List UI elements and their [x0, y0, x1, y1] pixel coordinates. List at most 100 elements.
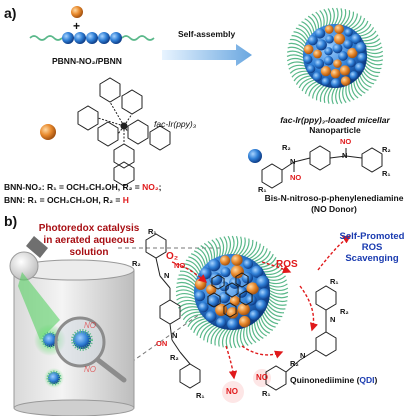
micelle-blue-bead — [349, 71, 359, 80]
polymer-chain — [29, 32, 155, 44]
micelle-blue-bead — [314, 28, 326, 39]
no-donor-structure-b — [145, 233, 201, 389]
qdi-r1-bottom: R₁ — [262, 389, 271, 398]
qdi-structure — [265, 285, 337, 391]
micelle-orange-bead — [303, 44, 314, 55]
no-donor-legend-ball — [248, 149, 262, 163]
donor-r2-left: R₂ — [282, 143, 291, 152]
micelle-blue-bead — [227, 318, 239, 331]
micelle-tail — [330, 7, 335, 27]
micelle-blue-bead — [220, 267, 231, 278]
beaker-no-label-1: NO — [84, 321, 96, 330]
donor-r1-left: R₁ — [258, 185, 267, 194]
no-release-arrow — [225, 345, 238, 380]
beaker-no-label-2: NO — [84, 365, 96, 374]
micelle-blue-bead — [355, 42, 367, 54]
released-no-label-2: NO — [256, 373, 268, 382]
micelle-blue-bead — [303, 54, 313, 64]
scavenge-line2: ROS — [361, 242, 383, 253]
micelle-blue-bead — [205, 311, 217, 323]
micelle-orange-bead — [238, 316, 251, 328]
micelle-caption-line2: Nanoparticle — [309, 125, 361, 135]
catalysis-line3: solution — [69, 247, 109, 258]
micelle-orange-bead — [320, 65, 332, 77]
micelle-tail — [236, 326, 241, 348]
embedded-ir-complex — [207, 272, 253, 318]
no-bubble-1 — [222, 381, 244, 403]
micelle-orange-bead — [340, 76, 351, 86]
micelle-blue-bead — [251, 265, 264, 278]
self-assembly-label: Self-assembly — [178, 29, 236, 39]
micelle-blue-bead — [198, 302, 209, 313]
micelle-blue-bead — [351, 33, 362, 45]
micelle-blue-bead — [243, 259, 254, 269]
micelle-orange-bead — [333, 33, 346, 45]
donor-n-left: N — [290, 157, 296, 166]
micelle-blue-bead — [207, 258, 221, 272]
donor-caption-line2: (NO Donor) — [311, 204, 357, 214]
micelle-orange-bead — [237, 303, 250, 316]
micelle-orange-bead — [229, 295, 241, 307]
b-r1-top: R₁ — [148, 227, 157, 236]
micelle-orange-bead — [226, 307, 239, 319]
micelle-blue-bead — [325, 34, 334, 44]
scavenging-arrow — [299, 285, 319, 332]
released-no-label-1: NO — [226, 387, 238, 396]
micelle-tail — [223, 236, 228, 258]
micelle-orange-bead — [324, 25, 334, 34]
micelle-blue-bead — [256, 275, 270, 289]
micelle-tail — [363, 46, 383, 51]
micelle-nanoparticle-a — [286, 7, 384, 105]
micelle-tail — [357, 27, 375, 37]
qdi-caption: Quinonediimine (QDI) — [290, 375, 378, 385]
qdi-n-bottom: N — [300, 351, 306, 360]
donor-no-left: NO — [290, 173, 302, 182]
micelle-blue-bead — [219, 281, 230, 292]
micelle-blue-bead — [323, 55, 334, 66]
micelle-blue-bead — [338, 51, 348, 61]
ir-complex-legend-ball — [40, 124, 56, 140]
micelle-orange-bead — [313, 49, 322, 59]
o2-label: O₂ — [166, 251, 179, 262]
bnn-definition: BNN: R₁ = OCH₂CH₂OH, R₂ = H — [4, 195, 129, 205]
micelle-blue-bead — [314, 58, 325, 69]
b-no-upper: NO — [174, 261, 186, 270]
catalysis-line2: in aerated aqueous — [43, 235, 135, 246]
micelle-orange-bead — [219, 255, 231, 266]
micelle-blue-bead — [344, 28, 353, 37]
ros-label: ROS — [276, 259, 298, 270]
micelle-blue-bead — [258, 288, 270, 300]
ros-arrow — [261, 261, 292, 274]
qdi-r2-top: R₂ — [340, 307, 349, 316]
donor-caption-line1: Bis-N-nitroso-p-phenylenediamine — [264, 193, 404, 203]
micelle-orange-bead — [230, 265, 244, 279]
o2-arrow — [171, 261, 208, 283]
micelle-blue-bead — [216, 317, 227, 328]
b-n-upper: N — [164, 271, 170, 280]
micelle-blue-bead — [312, 72, 322, 82]
b-r1-bottom: R₁ — [196, 391, 205, 400]
donor-no-right: NO — [340, 137, 352, 146]
b-r2-lower: R₂ — [170, 353, 179, 362]
scavenge-line1: Self-Promoted — [339, 231, 405, 242]
complex-name: fac-Ir(ppy)₃ — [154, 119, 197, 129]
catalysis-line1: Photoredox catalysis — [38, 223, 140, 234]
micelle-orange-bead — [334, 24, 344, 34]
micelle-tail — [335, 85, 340, 105]
donor-r1-right: R₁ — [382, 169, 391, 178]
micelle-blue-bead — [249, 309, 260, 321]
micelle-blue-bead — [194, 290, 206, 302]
b-r2-left: R₂ — [132, 259, 141, 268]
micelle-tail — [364, 50, 384, 55]
micelle-orange-bead — [347, 47, 358, 59]
micelle-blue-bead — [315, 39, 327, 51]
micelle-blue-bead — [354, 62, 365, 73]
b-on-lower: ON — [156, 339, 168, 348]
micelle-tail — [338, 84, 343, 104]
micelle-tail — [287, 61, 307, 66]
micelle-tail — [327, 8, 332, 28]
b-n-lower: N — [172, 331, 178, 340]
micelle-blue-bead — [235, 286, 248, 298]
ir-complex-ball — [71, 6, 83, 18]
light-bulb-icon — [9, 236, 48, 281]
